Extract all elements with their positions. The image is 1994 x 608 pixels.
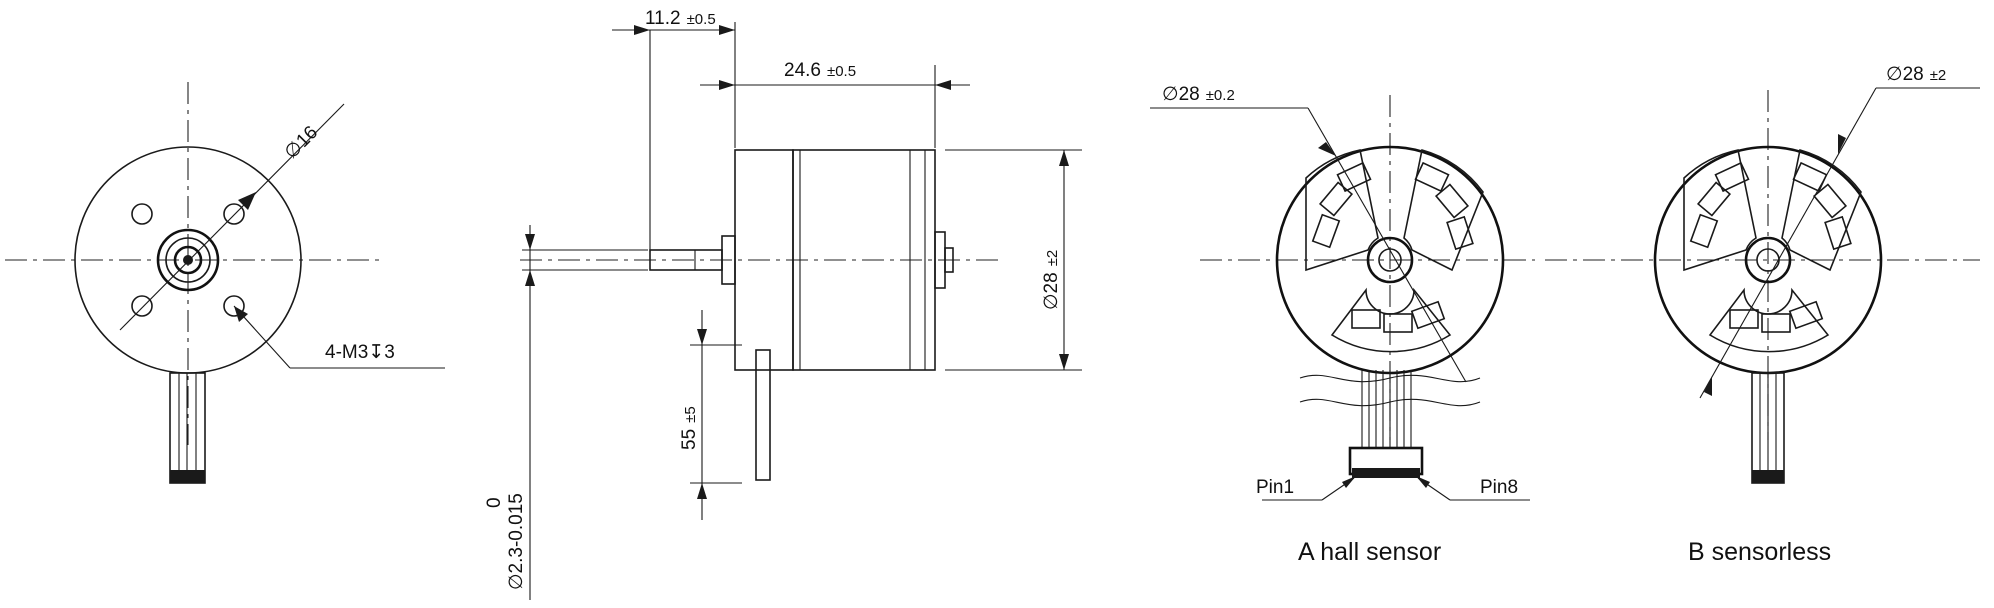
body-diameter-symbol: ∅ — [1041, 293, 1062, 310]
sensorless-diameter-tolerance: ±2 — [1930, 67, 1947, 84]
body-length-label: 24.6 ±0.5 — [784, 60, 856, 81]
shaft-diameter-label: ∅2.3-0.015 — [506, 493, 527, 590]
hall-diameter-symbol: ∅ — [1162, 84, 1179, 105]
hall-diameter-tolerance: ±0.2 — [1206, 87, 1235, 104]
front-view — [5, 82, 445, 484]
pin-first-label: Pin1 — [1256, 477, 1294, 498]
hall-sensor-view — [1150, 95, 1535, 501]
thread-depth-value: 3 — [384, 342, 395, 363]
shaft-tolerance-lower: -0.015 — [506, 493, 527, 547]
thread-label: 4-M3↧3 — [325, 342, 395, 363]
sensorless-diameter-symbol: ∅ — [1886, 64, 1903, 85]
bolt-circle-label: ∅16 — [281, 122, 323, 164]
depth-symbol: ↧ — [368, 342, 384, 363]
lead-length-label: 55±5 — [679, 406, 700, 450]
sensorless-diameter-value: 28 — [1903, 64, 1924, 85]
sensorless-view — [1545, 87, 1980, 484]
lead-length-tolerance: ±5 — [682, 406, 699, 423]
sensorless-caption: B sensorless — [1688, 538, 1831, 566]
body-diameter-value: 28 — [1041, 272, 1062, 293]
hall-diameter-value: 28 — [1179, 84, 1200, 105]
side-view — [520, 22, 1082, 600]
shaft-offset-label: 11.2 ±0.5 — [645, 8, 716, 29]
body-diameter-label: ∅28 ±2 — [1041, 250, 1062, 310]
shaft-tolerance-upper: 0 — [484, 497, 505, 508]
body-length-tolerance: ±0.5 — [827, 63, 856, 80]
body-length-value: 24.6 — [784, 60, 821, 81]
lead-length-value: 55 — [679, 429, 700, 450]
hall-sensor-caption: A hall sensor — [1298, 538, 1441, 566]
thread-spec: 4-M3 — [325, 342, 368, 363]
shaft-offset-tolerance: ±0.5 — [687, 11, 716, 28]
shaft-diameter-symbol: ∅ — [506, 573, 527, 590]
shaft-diameter-value: 2.3 — [506, 547, 527, 573]
body-diameter-tolerance: ±2 — [1044, 250, 1061, 267]
sensorless-diameter-label: ∅28 ±2 — [1886, 64, 1946, 85]
pin-last-label: Pin8 — [1480, 477, 1518, 498]
hall-diameter-label: ∅28 ±0.2 — [1162, 84, 1235, 105]
shaft-offset-value: 11.2 — [645, 8, 681, 29]
